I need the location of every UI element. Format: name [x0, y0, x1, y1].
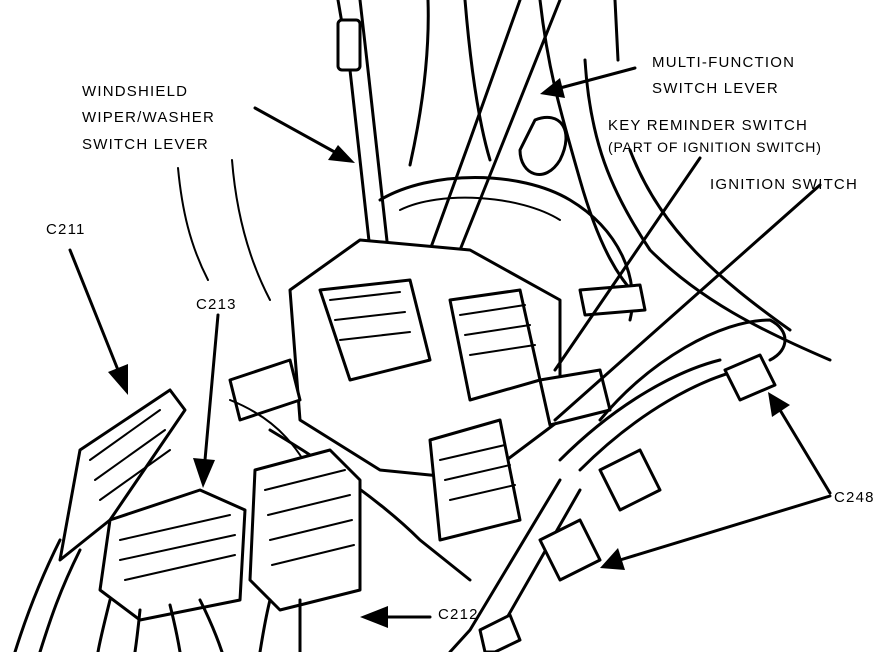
connector-c213 — [96, 488, 247, 652]
label-multifunction-line2: SWITCH LEVER — [652, 80, 779, 97]
label-ignition-switch: IGNITION SWITCH — [710, 176, 858, 193]
switch-body — [228, 238, 562, 582]
label-windshield-line3: SWITCH LEVER — [82, 136, 209, 153]
label-key-reminder-line1: KEY REMINDER SWITCH — [608, 117, 809, 134]
label-c211: C211 — [46, 221, 86, 238]
wiper-lever — [336, 0, 392, 270]
column-cover — [378, 0, 832, 362]
label-c213: C213 — [196, 296, 237, 313]
harness-c248 — [448, 318, 787, 652]
label-c248: C248 — [834, 489, 875, 506]
label-windshield-line2: WIPER/WASHER — [82, 109, 216, 126]
label-windshield-line1: WINDSHIELD — [82, 83, 189, 100]
connector-c212 — [248, 448, 362, 652]
label-c212: C212 — [438, 606, 479, 623]
label-key-reminder-line2: (PART OF IGNITION SWITCH) — [608, 139, 822, 155]
connector-c211 — [13, 388, 187, 652]
leader-lines — [68, 66, 832, 628]
multifunction-lever — [428, 0, 568, 252]
label-multifunction-line1: MULTI-FUNCTION — [652, 54, 796, 71]
